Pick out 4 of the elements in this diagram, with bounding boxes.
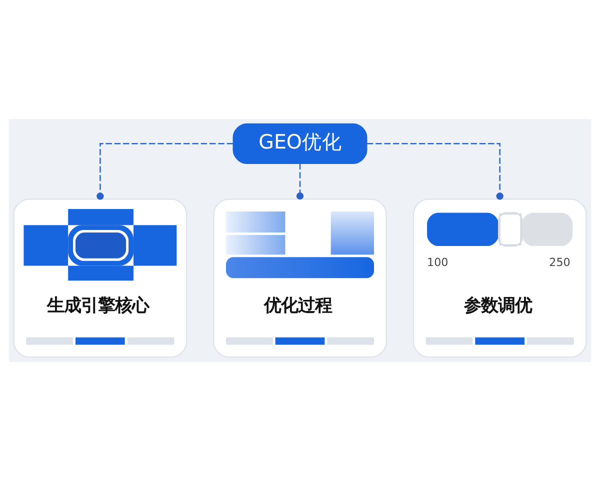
connector [96,142,233,200]
node-box: GEO优化 [232,122,368,164]
connector [367,142,504,200]
connector [296,163,304,200]
